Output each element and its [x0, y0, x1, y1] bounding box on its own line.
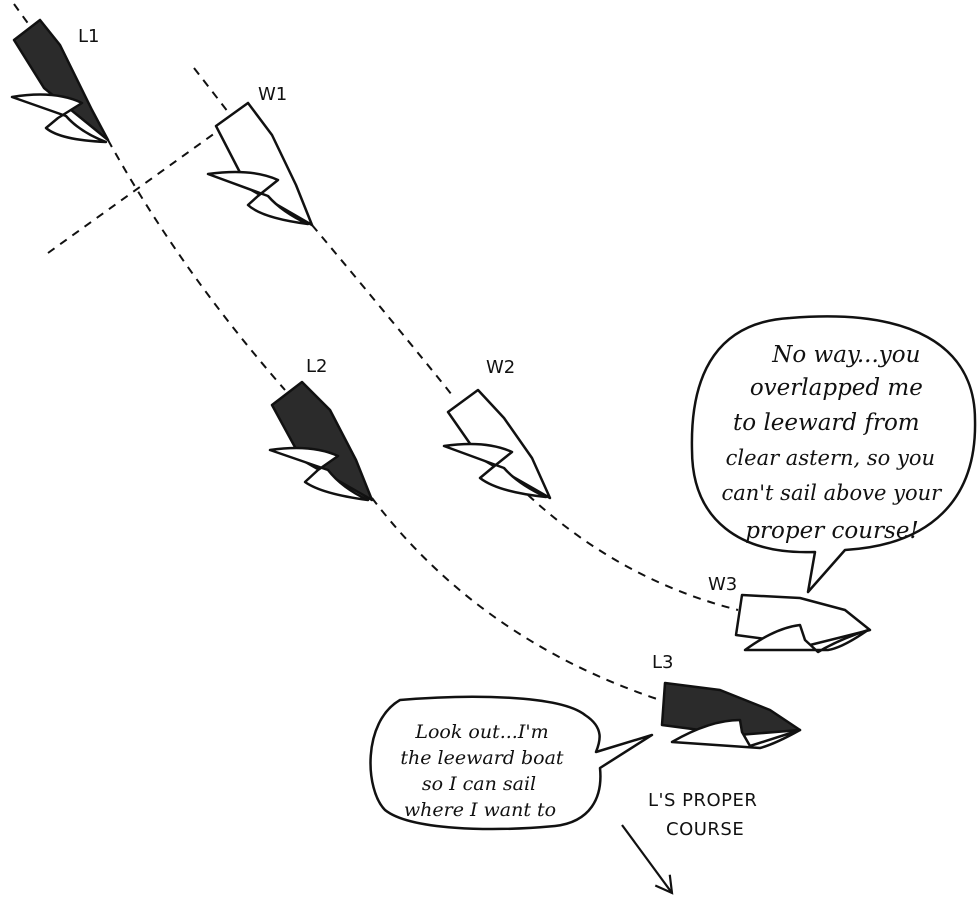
label-w3: W3 [708, 574, 737, 595]
windward-speech-text: No way...you overlapped me to leeward fr… [721, 342, 948, 544]
label-l3: L3 [652, 652, 673, 673]
label-w2: W2 [486, 357, 515, 378]
boat-l2 [268, 380, 374, 502]
l-track [13, 3, 661, 701]
leeward-speech-text: Look out...I'm the leeward boat so I can… [400, 721, 569, 821]
w-track [193, 67, 739, 611]
label-l1: L1 [78, 26, 99, 47]
boat-w2 [442, 388, 552, 500]
boat-w1 [206, 101, 314, 227]
boat-l1 [10, 18, 110, 144]
boat-l3 [660, 681, 802, 750]
leeward-speech-bubble [369, 695, 654, 831]
label-w1: W1 [258, 84, 287, 105]
windward-speech-bubble [690, 315, 977, 594]
proper-course-arrow [621, 824, 674, 895]
proper-course-label: L'S PROPER COURSE [648, 790, 764, 840]
label-l2: L2 [306, 356, 327, 377]
boat-w3 [734, 593, 872, 654]
